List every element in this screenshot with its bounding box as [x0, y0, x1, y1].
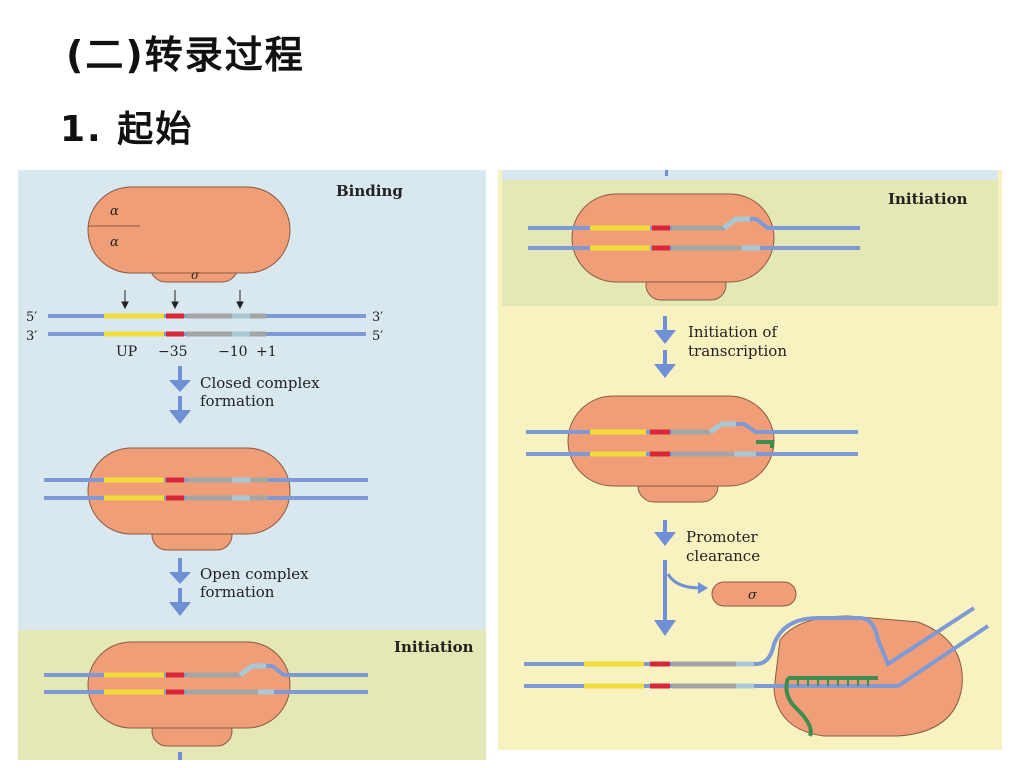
open-complex-label-line1: Open complex: [200, 565, 309, 583]
binding-label: Binding: [336, 182, 403, 200]
open-complex-label-line2: formation: [200, 583, 275, 601]
slide-title: (二)转录过程: [66, 33, 305, 77]
initiation-dna-right: [528, 216, 860, 251]
closed-complex-polymerase: [87, 447, 291, 535]
initiation-of-transcription-line2: transcription: [688, 342, 787, 360]
up-label: UP: [116, 344, 137, 360]
left-diagram: Binding α α σ 5′ 3′ 3′: [18, 170, 486, 760]
slide-subtitle: 1. 起始: [60, 109, 194, 150]
bottom-strand-3-label: 3′: [26, 329, 37, 344]
promoter-dna: [48, 313, 366, 337]
left-initiation-label: Initiation: [394, 638, 474, 656]
incoming-arrow-stub: [665, 170, 668, 176]
initiation-polymerase-right: [571, 193, 775, 283]
minus35-label: −35: [158, 344, 188, 360]
transcribing-polymerase: [567, 395, 775, 487]
released-sigma-label: σ: [748, 588, 758, 603]
sigma-label: σ: [191, 268, 200, 282]
initiation-of-transcription-line1: Initiation of: [688, 323, 778, 341]
closed-complex-label-line1: Closed complex: [200, 374, 320, 392]
elongation-dna: [524, 606, 990, 689]
closed-complex-label-line2: formation: [200, 392, 275, 410]
nascent-rna-short: [756, 440, 774, 448]
promoter-clearance-arrow: [654, 520, 708, 636]
transcribing-dna: [526, 421, 858, 457]
promoter-clearance-line2: clearance: [686, 547, 760, 565]
right-top-blue-strip: [502, 170, 998, 180]
plus1-label: +1: [256, 344, 277, 360]
alpha-bottom-label: α: [110, 235, 119, 250]
continuation-arrow-stub: [178, 752, 182, 760]
right-diagram-panel: Initiation Initiation of transcription: [498, 170, 1002, 750]
elongating-rna: [784, 676, 878, 737]
initiation-of-transcription-arrow: [654, 316, 676, 378]
top-strand-5-label: 5′: [26, 310, 37, 325]
left-diagram-panel: Binding α α σ 5′ 3′ 3′: [18, 170, 486, 760]
closed-complex-arrow: [169, 366, 191, 424]
top-strand-3-label: 3′: [372, 310, 383, 325]
released-sigma: [711, 581, 797, 607]
closed-complex-dna: [44, 477, 368, 501]
right-initiation-label: Initiation: [888, 190, 968, 208]
rna-polymerase-core: [87, 186, 291, 274]
right-diagram: Initiation Initiation of transcription: [498, 170, 1002, 750]
initiation-dna-left: [44, 663, 368, 695]
binding-site-arrows: [121, 290, 244, 310]
bottom-strand-5-label: 5′: [372, 329, 383, 344]
promoter-clearance-line1: Promoter: [686, 528, 758, 546]
open-complex-arrow: [169, 558, 191, 616]
minus10-label: −10: [218, 344, 248, 360]
alpha-top-label: α: [110, 204, 119, 219]
initiation-polymerase-left: [87, 641, 291, 729]
